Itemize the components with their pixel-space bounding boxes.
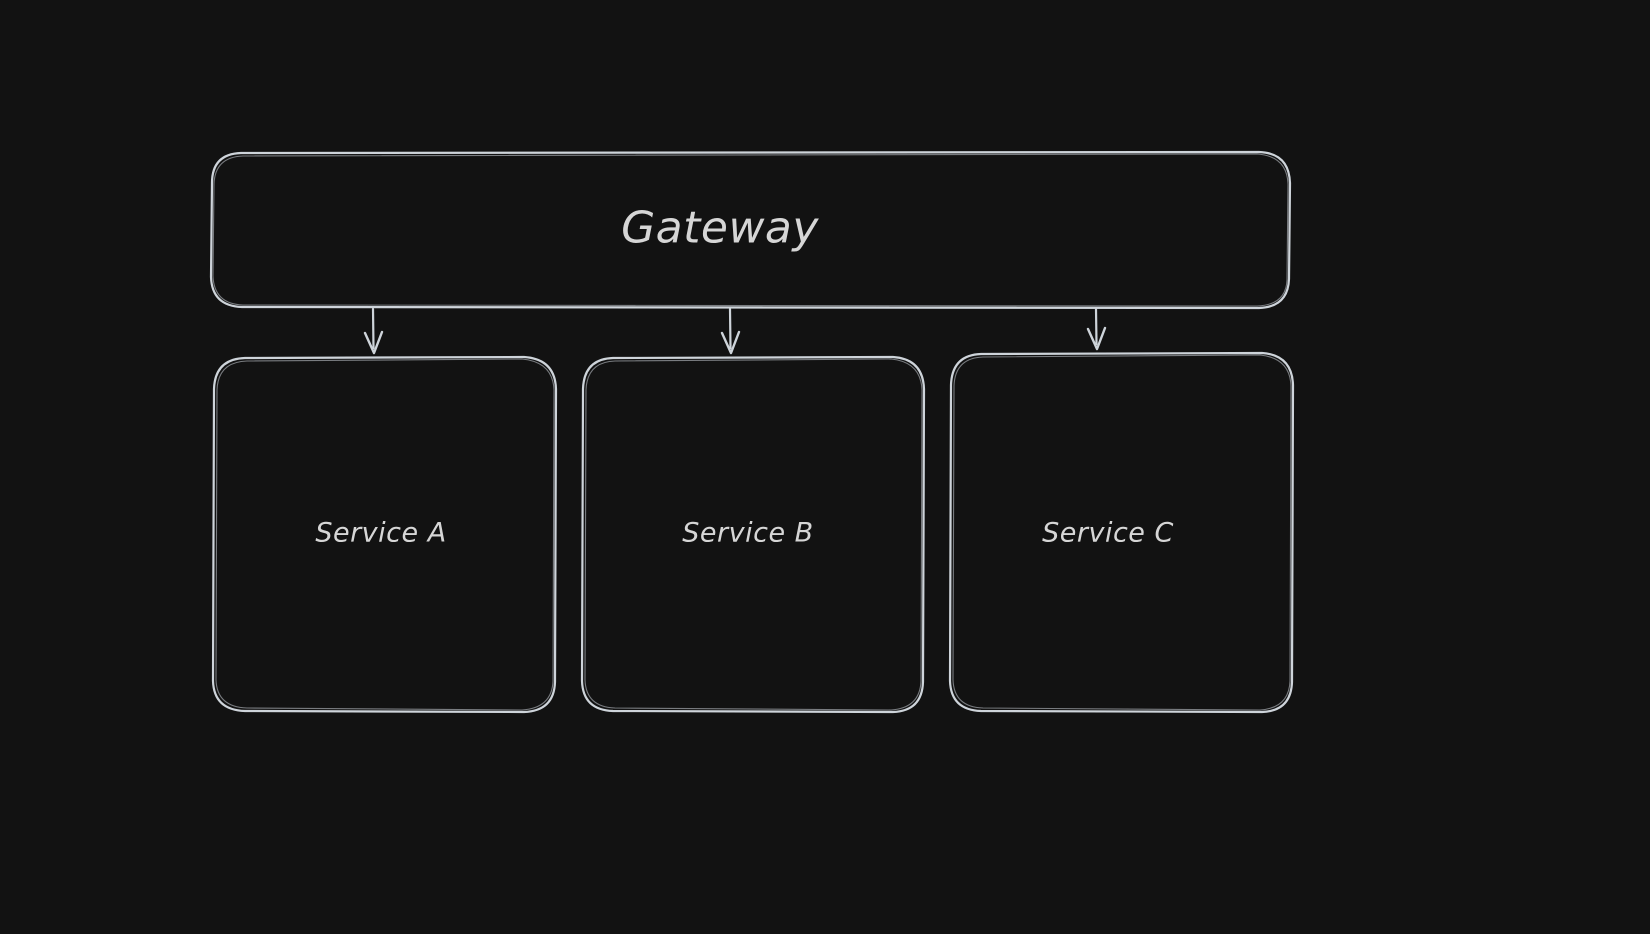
node-service-a[interactable]: [211, 355, 558, 714]
node-service-c[interactable]: [948, 351, 1295, 714]
service-b-box-outline: [580, 355, 926, 714]
service-a-box-outline-sketch: [215, 358, 555, 711]
service-b-box-outline-sketch: [584, 358, 923, 711]
node-gateway[interactable]: [209, 150, 1292, 310]
arrowhead-icon: [1086, 326, 1107, 351]
service-c-box-outline: [948, 351, 1295, 714]
service-a-label: Service A: [315, 517, 447, 549]
edge-line: [728, 307, 732, 350]
service-a-box-outline: [211, 355, 558, 714]
service-c-label: Service C: [1042, 517, 1174, 549]
arrowhead-icon: [720, 330, 741, 355]
node-service-b[interactable]: [580, 355, 926, 714]
edge-gateway-to-service-b: [720, 307, 741, 355]
gateway-label: Gateway: [621, 202, 819, 254]
edge-line: [1094, 307, 1098, 346]
gateway-box-outline: [209, 150, 1292, 310]
service-c-box-outline-sketch: [952, 354, 1292, 711]
edge-gateway-to-service-c: [1086, 307, 1107, 351]
edge-line: [371, 307, 375, 350]
gateway-box-outline-sketch: [212, 153, 1289, 307]
service-b-label: Service B: [682, 517, 814, 549]
edge-gateway-to-service-a: [363, 307, 384, 355]
arrowhead-icon: [363, 330, 384, 355]
